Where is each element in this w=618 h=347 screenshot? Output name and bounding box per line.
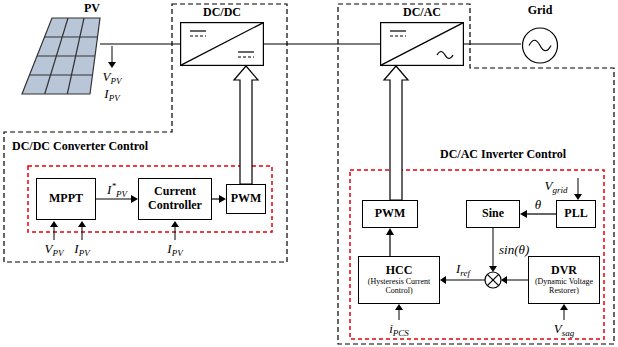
box-label: PWM: [375, 207, 406, 221]
box-description: (Dynamic Voltage Restorer): [532, 278, 596, 296]
signal-line: [212, 195, 226, 203]
process-box: MPPT: [36, 178, 96, 220]
process-box: Sine: [466, 200, 520, 228]
region-title: DC/AC Inverter Control: [440, 148, 566, 162]
process-box: DVR(Dynamic Voltage Restorer): [528, 256, 600, 304]
region-title: DC/DC Converter Control: [12, 140, 148, 154]
process-box: PWM: [362, 200, 418, 228]
arrowhead: [219, 195, 226, 203]
block-title: DC/DC: [180, 6, 264, 20]
signal-line: [386, 228, 394, 256]
signal-label: Vsag: [554, 321, 574, 337]
arrowhead: [520, 210, 527, 218]
signal-label: θ: [535, 197, 541, 213]
signal-label: IPV: [104, 86, 119, 102]
signal-label: Iref: [456, 261, 470, 277]
block-title: PV: [84, 2, 100, 16]
control-region: DC/DC Converter Control DC/DC MPPT Current …: [4, 4, 287, 262]
process-box: PWM: [226, 184, 266, 214]
multiplier-symbol: [485, 272, 501, 288]
box-label: PLL: [564, 207, 587, 221]
signal-label: IPV: [74, 241, 89, 257]
grid-symbol: Grid: [521, 4, 559, 64]
process-box: PLL: [556, 200, 596, 228]
block-arrow: [384, 66, 408, 200]
box-label: DVR: [551, 264, 577, 278]
box-label: HCC: [386, 264, 413, 278]
signal-line: [264, 44, 380, 45]
box-label: MPPT: [49, 192, 83, 206]
converter-block: DC/DC: [180, 6, 264, 66]
signal-line: [464, 44, 521, 45]
arrowhead: [386, 228, 394, 235]
converter-block: DC/AC: [380, 6, 464, 66]
process-box: Current Controller: [138, 178, 212, 220]
box-label: Sine: [482, 207, 504, 221]
signal-label: sin(θ): [499, 242, 529, 258]
signal-label: VPV: [103, 69, 122, 85]
arrowhead: [131, 195, 138, 203]
pv-array: PV: [20, 2, 100, 96]
signal-line: [100, 44, 180, 45]
box-description: (Hysteresis Current Control): [362, 278, 436, 296]
ac-source-symbol: [521, 27, 559, 64]
signal-label: iPCS: [389, 321, 409, 337]
signal-label: VPV: [45, 241, 64, 257]
signal-label: IPV: [167, 241, 182, 257]
block-title: Grid: [521, 4, 559, 18]
block-arrow: [234, 66, 258, 184]
signal-label: I*PV: [107, 182, 127, 198]
process-box: HCC(Hysteresis Current Control): [358, 256, 440, 304]
signal-arrows: [50, 46, 582, 320]
box-label: PWM: [231, 192, 262, 206]
signal-label: Vgrid: [545, 178, 568, 194]
converter-symbol: [180, 22, 264, 66]
converter-symbol: [380, 22, 464, 66]
control-block-outline: [28, 166, 604, 339]
box-label: Current Controller: [142, 185, 208, 213]
control-region: DC/AC Inverter Control DC/AC PWM Sine PLL HCC…: [338, 4, 614, 344]
block-title: DC/AC: [380, 6, 464, 20]
pv-panel: [22, 18, 100, 94]
